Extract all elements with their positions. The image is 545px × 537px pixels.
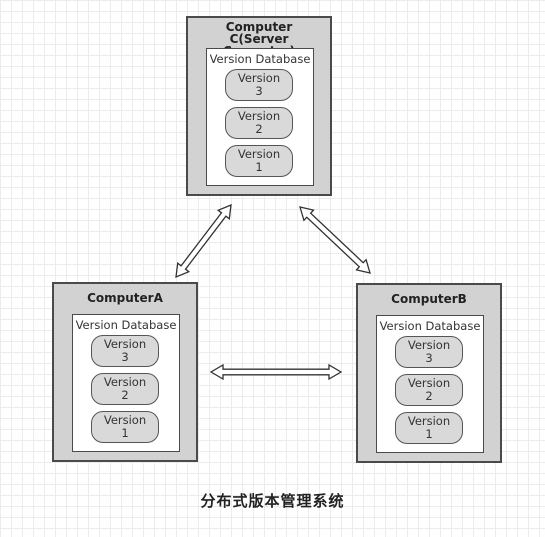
version-label: Version xyxy=(237,109,281,123)
version-label: Version xyxy=(103,413,147,427)
computer-c-version-database: Version Database Version 3 Version 2 Ver… xyxy=(206,48,314,186)
version-number: 2 xyxy=(121,388,129,402)
computer-a-title: ComputerA xyxy=(87,291,163,305)
computer-b-version-database: Version Database Version 3 Version 2 Ver… xyxy=(376,315,484,453)
computer-b-database-label: Version Database xyxy=(379,319,481,333)
version-label: Version xyxy=(407,414,451,428)
version-number: 2 xyxy=(425,389,433,403)
version-number: 1 xyxy=(425,427,433,441)
version-label: Version xyxy=(407,338,451,352)
computer-b-version-2: Version 2 xyxy=(395,374,463,406)
computer-a-version-database: Version Database Version 3 Version 2 Ver… xyxy=(72,314,180,452)
computer-c-box: Computer C(Server Computer) Version Data… xyxy=(186,16,332,196)
version-number: 3 xyxy=(121,350,129,364)
computer-a-database-label: Version Database xyxy=(75,318,177,332)
computer-a-version-2: Version 2 xyxy=(91,373,159,405)
version-number: 2 xyxy=(255,122,263,136)
version-number: 1 xyxy=(255,160,263,174)
computer-b-box: ComputerB Version Database Version 3 Ver… xyxy=(356,283,502,463)
arrow-c-to-a xyxy=(175,203,232,279)
computer-c-version-3: Version 3 xyxy=(225,69,293,101)
version-label: Version xyxy=(103,337,147,351)
computer-c-version-1: Version 1 xyxy=(225,145,293,177)
version-number: 3 xyxy=(425,351,433,365)
computer-b-version-3: Version 3 xyxy=(395,336,463,368)
computer-a-version-3: Version 3 xyxy=(91,335,159,367)
version-label: Version xyxy=(407,376,451,390)
version-label: Version xyxy=(237,71,281,85)
computer-a-box: ComputerA Version Database Version 3 Ver… xyxy=(52,282,198,462)
arrow-c-to-b xyxy=(299,206,371,274)
computer-b-version-1: Version 1 xyxy=(395,412,463,444)
version-label: Version xyxy=(237,147,281,161)
computer-a-version-1: Version 1 xyxy=(91,411,159,443)
version-label: Version xyxy=(103,375,147,389)
diagram-caption: 分布式版本管理系统 xyxy=(200,492,345,510)
computer-c-version-2: Version 2 xyxy=(225,107,293,139)
computer-b-title: ComputerB xyxy=(391,292,467,306)
version-number: 1 xyxy=(121,426,129,440)
version-number: 3 xyxy=(255,84,263,98)
computer-c-database-label: Version Database xyxy=(209,52,311,66)
arrow-a-to-b xyxy=(209,363,343,381)
